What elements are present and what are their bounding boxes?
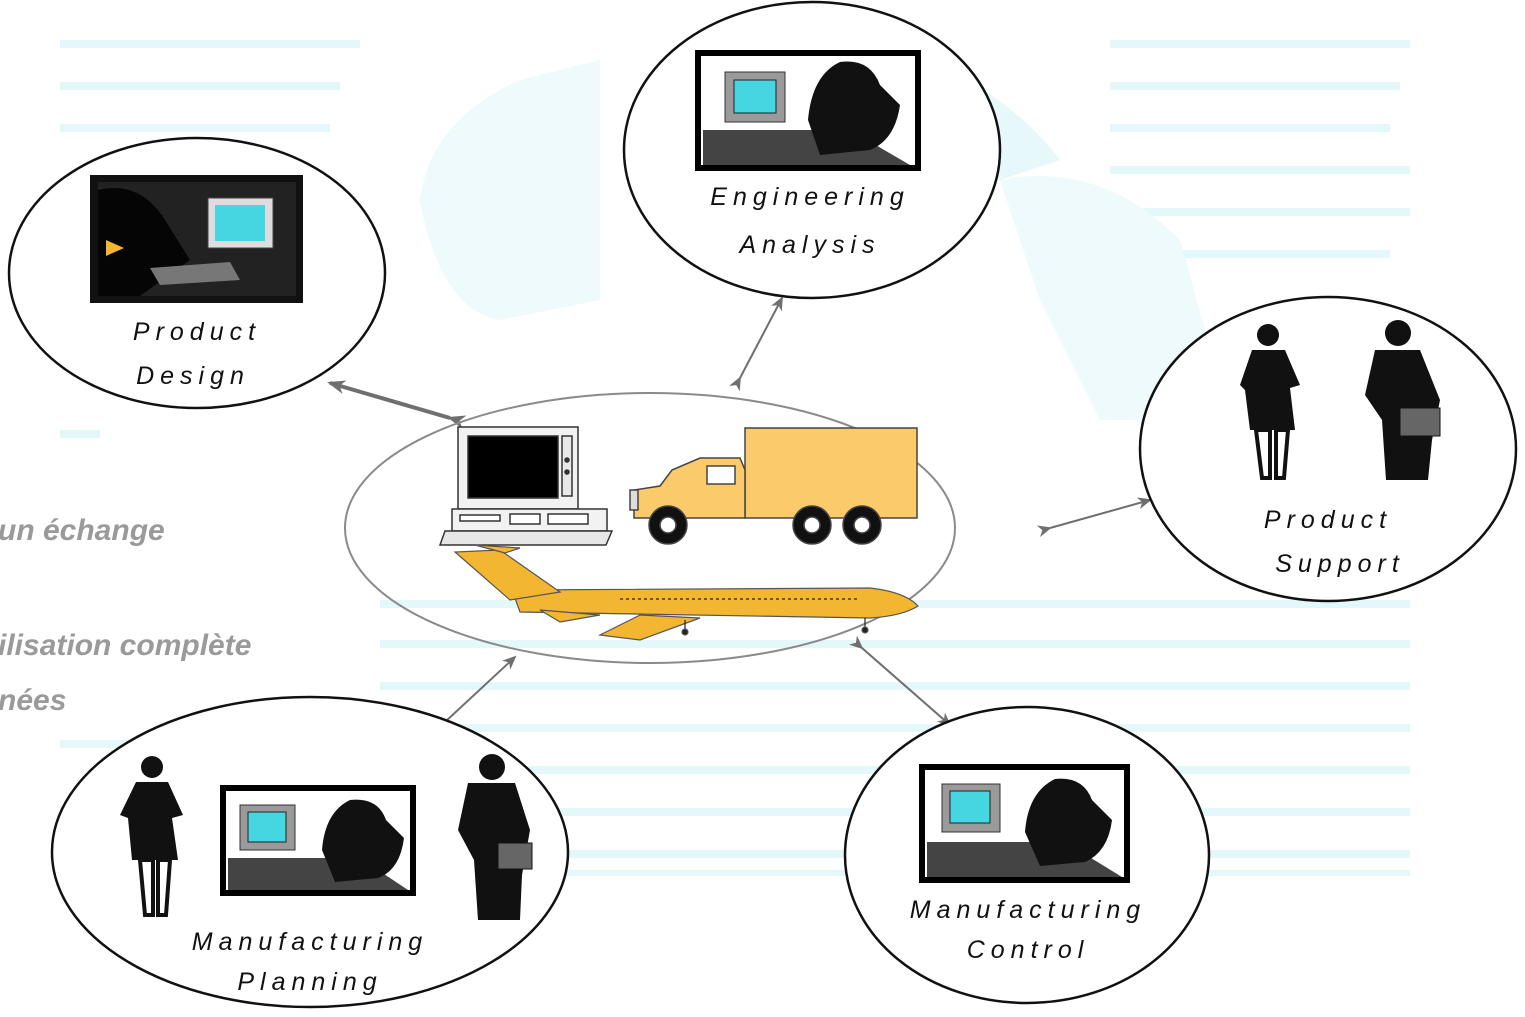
connectors (327, 296, 1152, 735)
manufacturing-planning-label-line2: Planning (237, 968, 382, 996)
node-manufacturing-planning: Manufacturing Planning (50, 695, 570, 1009)
product-support-label-line1: Product (1264, 506, 1392, 534)
workstation-picture (695, 50, 921, 171)
manufacturing-control-label-line1: Manufacturing (910, 896, 1146, 924)
arrow-design-center (327, 380, 467, 429)
node-product-support: Product Support (1138, 295, 1518, 603)
background-text-line1: un échange (0, 514, 165, 547)
truck-icon (629, 427, 918, 545)
center-ellipse (344, 392, 956, 664)
product-design-label-line2: Design (136, 362, 250, 390)
arrow-engineering-center (729, 296, 783, 392)
node-manufacturing-control: Manufacturing Control (843, 705, 1211, 1005)
node-engineering-analysis: Engineering Analysis (622, 0, 1002, 300)
computer-icon (438, 426, 614, 546)
businessman-figure (458, 754, 533, 920)
background-text-line3: nées (0, 684, 66, 717)
airplane-icon (453, 544, 919, 641)
arrow-support-center (1036, 497, 1152, 538)
workstation-picture (220, 785, 416, 896)
background-text-line2: ilisation complète (0, 629, 251, 662)
center-hub (344, 392, 956, 664)
engineering-analysis-label-line2: Analysis (737, 231, 880, 259)
arrow-planning-center (432, 655, 517, 735)
node-product-design: Product Design (7, 136, 387, 410)
arrow-control-center (849, 635, 952, 727)
businessman-figure (1365, 320, 1441, 480)
engineering-analysis-label-line1: Engineering (710, 183, 909, 211)
product-support-label-line2: Support (1275, 550, 1405, 578)
manufacturing-planning-label-line1: Manufacturing (192, 928, 428, 956)
woman-figure (120, 756, 183, 917)
designer-picture (90, 175, 303, 303)
woman-figure (1240, 324, 1300, 480)
product-design-label-line1: Product (133, 318, 261, 346)
workstation-picture (919, 764, 1130, 883)
manufacturing-control-label-line2: Control (967, 936, 1090, 964)
